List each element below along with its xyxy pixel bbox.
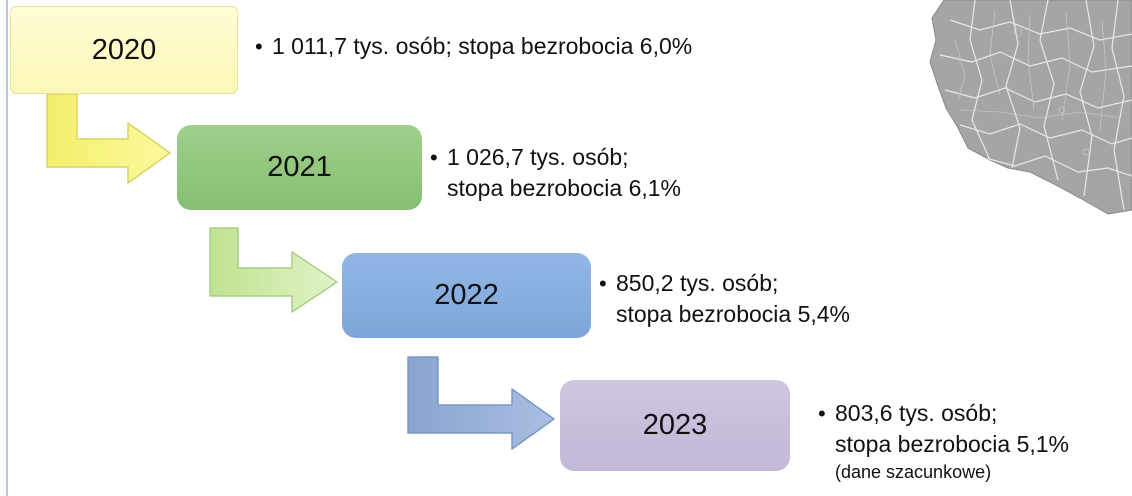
info-2020: • 1 011,7 tys. osób; stopa bezrobocia 6,… bbox=[255, 31, 693, 62]
info-line-2: stopa bezrobocia 5,4% bbox=[616, 301, 850, 327]
info-2022: • 850,2 tys. osób; stopa bezrobocia 5,4% bbox=[599, 268, 850, 330]
bullet-icon: • bbox=[430, 145, 438, 170]
info-2021: • 1 026,7 tys. osób; stopa bezrobocia 6,… bbox=[430, 142, 681, 204]
year-label: 2020 bbox=[91, 33, 157, 66]
year-box-2022: 2022 bbox=[342, 253, 591, 338]
year-box-2023: 2023 bbox=[560, 380, 790, 471]
left-border-line bbox=[6, 0, 8, 496]
year-box-2021: 2021 bbox=[177, 125, 422, 210]
info-line-1: 803,6 tys. osób; bbox=[835, 400, 998, 426]
elbow-arrow-2 bbox=[209, 227, 338, 313]
elbow-arrow-3 bbox=[407, 356, 555, 450]
year-box-2020: 2020 bbox=[10, 6, 238, 94]
year-label: 2022 bbox=[434, 279, 499, 311]
estimate-note: (dane szacunkowe) bbox=[835, 462, 992, 482]
year-label: 2021 bbox=[267, 151, 332, 183]
info-line-1: 1 011,7 tys. osób; stopa bezrobocia 6,0% bbox=[272, 33, 693, 59]
bullet-icon: • bbox=[599, 271, 607, 296]
info-2023: • 803,6 tys. osób; stopa bezrobocia 5,1%… bbox=[818, 398, 1069, 483]
info-line-2: stopa bezrobocia 5,1% bbox=[835, 431, 1069, 457]
year-label: 2023 bbox=[642, 409, 708, 441]
bullet-icon: • bbox=[255, 34, 263, 59]
info-line-1: 850,2 tys. osób; bbox=[616, 270, 779, 296]
bullet-icon: • bbox=[818, 401, 826, 426]
info-line-1: 1 026,7 tys. osób; bbox=[447, 144, 629, 170]
info-line-2: stopa bezrobocia 6,1% bbox=[447, 175, 681, 201]
poland-map bbox=[929, 0, 1132, 215]
elbow-arrow-1 bbox=[46, 93, 171, 184]
